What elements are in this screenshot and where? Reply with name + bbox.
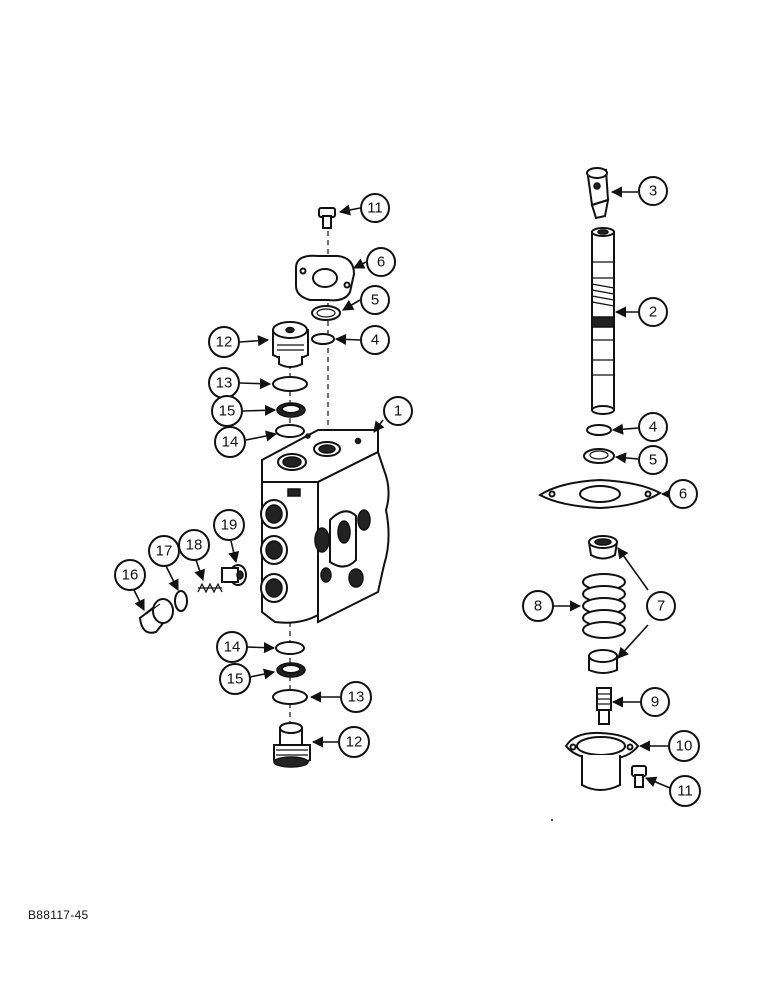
callout-12-bottom: 12: [338, 726, 370, 758]
svg-text:19: 19: [221, 517, 238, 534]
callout-9: 9: [640, 687, 670, 717]
bolt-part-9: [596, 687, 612, 725]
seal-part-5-right-inner: [589, 450, 609, 460]
svg-text:13: 13: [348, 689, 365, 706]
callout-17: 17: [148, 535, 180, 567]
spool-part-2: [591, 227, 615, 415]
svg-text:13: 13: [216, 375, 233, 392]
o-ring-part-14-lower: [275, 641, 305, 655]
callout-6-left: 6: [366, 247, 396, 277]
callout-14-bottom: 14: [216, 631, 248, 663]
flange-plate-part-right: [538, 478, 662, 510]
svg-text:6: 6: [377, 254, 385, 271]
spring-part-18: [197, 582, 223, 594]
cap-part-10: [564, 731, 640, 791]
svg-text:5: 5: [649, 452, 657, 469]
callout-15-bottom: 15: [219, 663, 251, 695]
spring-seat-part-7-lower: [588, 649, 618, 674]
callout-5-left: 5: [360, 285, 390, 315]
o-ring-part-4-right: [586, 424, 612, 436]
spring-part-8: [582, 573, 626, 639]
svg-text:10: 10: [676, 738, 693, 755]
plug-part-lower: [273, 722, 311, 768]
plug-part-16: [138, 598, 174, 634]
plug-part-upper: [272, 321, 309, 368]
backup-ring-part-upper: [272, 376, 308, 392]
callout-16: 16: [114, 559, 146, 591]
callout-4-right: 4: [638, 412, 668, 442]
seal-inner-upper: [316, 308, 336, 318]
spring-seat-part-7-upper: [587, 535, 619, 560]
screw-part: [318, 207, 336, 229]
seal-part-15-upper-inner: [281, 404, 301, 414]
callout-3: 3: [638, 176, 668, 206]
svg-text:9: 9: [651, 694, 659, 711]
svg-text:2: 2: [649, 304, 657, 321]
o-ring-part-14-upper: [275, 424, 305, 438]
callout-11-right: 11: [669, 775, 701, 807]
callout-12-top: 12: [208, 326, 240, 358]
callout-6-right: 6: [668, 479, 698, 509]
svg-text:7: 7: [657, 598, 665, 615]
callout-14-top: 14: [214, 426, 246, 458]
seal-part-15-lower-inner: [281, 664, 301, 674]
seal-part-upper: [311, 305, 341, 321]
callout-15-top: 15: [211, 395, 243, 427]
callout-4-left: 4: [360, 325, 390, 355]
flange-plate-part: [295, 254, 356, 302]
callout-2: 2: [638, 297, 668, 327]
dot-mark: [551, 819, 553, 821]
backup-ring-part-lower: [272, 689, 308, 705]
svg-text:8: 8: [534, 598, 542, 615]
callout-13-bottom: 13: [340, 681, 372, 713]
svg-text:4: 4: [649, 419, 657, 436]
valve-body-part: [260, 429, 390, 624]
callout-8: 8: [522, 590, 554, 622]
svg-text:15: 15: [227, 671, 244, 688]
callout-5-right: 5: [638, 445, 668, 475]
svg-text:16: 16: [122, 567, 139, 584]
svg-text:11: 11: [677, 783, 693, 800]
svg-text:15: 15: [219, 403, 236, 420]
clevis-part-3: [586, 167, 610, 220]
callout-10: 10: [668, 730, 700, 762]
svg-text:17: 17: [156, 543, 173, 560]
callout-7: 7: [646, 591, 676, 621]
fitting-part-19: [221, 564, 247, 586]
callout-11-top: 11: [360, 193, 390, 223]
callout-13-top: 13: [208, 367, 240, 399]
callout-19: 19: [213, 509, 245, 541]
callout-18: 18: [178, 529, 210, 561]
svg-text:12: 12: [346, 734, 363, 751]
callout-1: 1: [383, 396, 413, 426]
o-ring-part-upper: [311, 333, 335, 345]
svg-text:4: 4: [371, 332, 379, 349]
screw-part-11-right: [631, 765, 647, 788]
o-ring-part-17: [174, 590, 188, 612]
svg-text:3: 3: [649, 183, 657, 200]
svg-text:14: 14: [222, 434, 239, 451]
svg-text:12: 12: [216, 334, 233, 351]
svg-text:18: 18: [186, 537, 203, 554]
svg-text:5: 5: [371, 292, 379, 309]
svg-text:1: 1: [394, 403, 402, 420]
svg-text:11: 11: [367, 200, 383, 217]
svg-text:14: 14: [224, 639, 241, 656]
figure-id-label: B88117-45: [28, 908, 89, 922]
svg-text:6: 6: [679, 486, 687, 503]
